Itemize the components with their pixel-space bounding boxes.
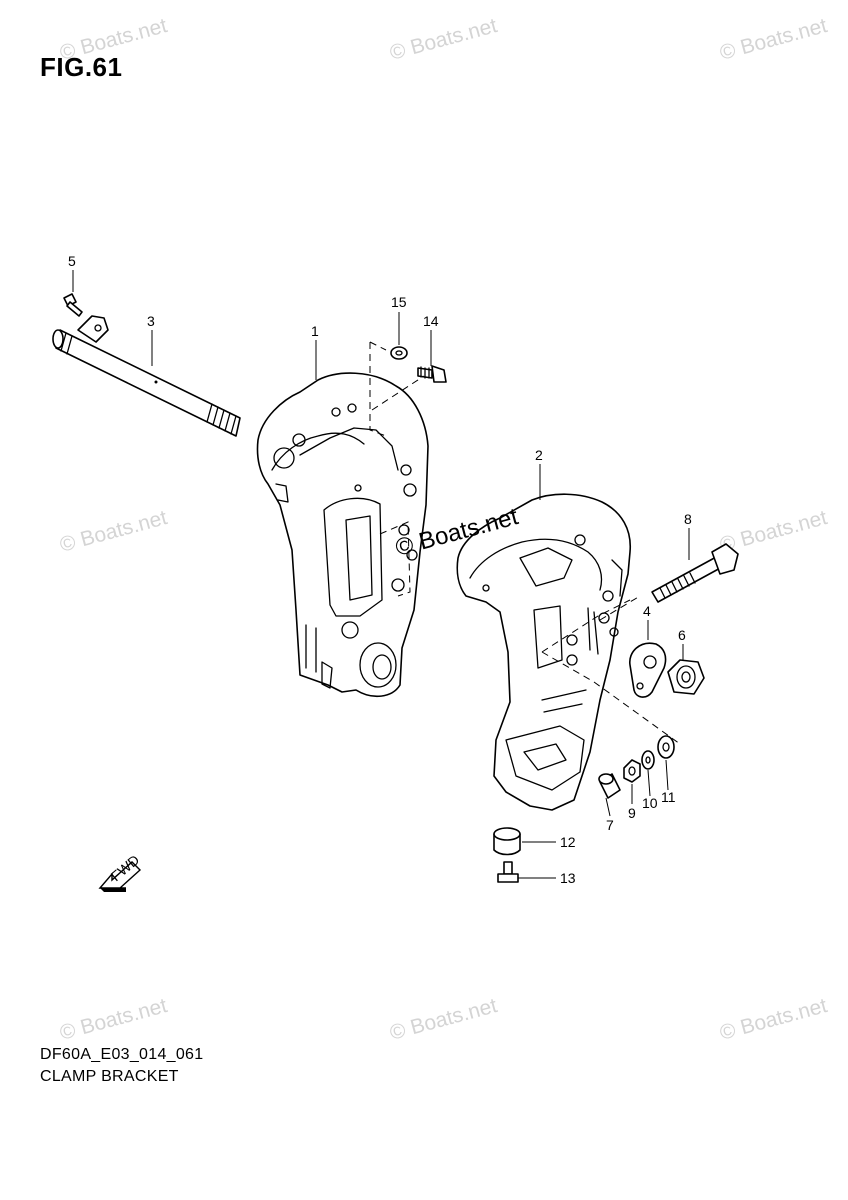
part-3-tilt-shaft xyxy=(52,315,241,437)
watermark: © Boats.net xyxy=(57,994,169,1045)
part-14-bolt xyxy=(417,365,447,383)
watermark: © Boats.net xyxy=(57,506,169,557)
watermark: © Boats.net xyxy=(717,506,829,557)
part-13-bolt xyxy=(497,861,519,883)
callout-14: 14 xyxy=(423,313,439,329)
callout-15: 15 xyxy=(391,294,407,310)
part-9-nut xyxy=(623,759,641,783)
watermark: © Boats.net xyxy=(717,14,829,65)
figure-name: CLAMP BRACKET xyxy=(40,1068,179,1085)
callout-5: 5 xyxy=(68,253,76,269)
part-15-washer xyxy=(390,346,408,360)
part-11-washer xyxy=(657,735,675,759)
watermark: © Boats.net xyxy=(387,994,499,1045)
callout-11: 11 xyxy=(661,789,676,805)
callout-1: 1 xyxy=(311,323,319,339)
watermark: © Boats.net xyxy=(57,14,169,65)
part-7-bushing xyxy=(598,773,621,799)
callout-13: 13 xyxy=(560,870,576,886)
figure-code: DF60A_E03_014_061 xyxy=(40,1046,204,1063)
fwd-arrow-icon: FWD xyxy=(98,852,142,892)
leader-lines xyxy=(72,270,690,879)
callout-9: 9 xyxy=(628,805,636,821)
assembly-lines xyxy=(369,341,681,745)
callout-7: 7 xyxy=(606,817,614,833)
part-12-bushing xyxy=(493,827,521,856)
callout-4: 4 xyxy=(643,603,651,619)
watermark: © Boats.net xyxy=(387,14,499,65)
part-10-washer xyxy=(641,750,655,770)
part-2-right-clamp-bracket xyxy=(456,493,632,811)
figure-title: FIG.61 xyxy=(40,52,123,82)
part-4-plate xyxy=(629,642,667,698)
watermark: © Boats.net xyxy=(717,994,829,1045)
callout-numbers: 5 3 1 15 14 2 8 4 6 7 9 10 11 12 13 xyxy=(68,253,692,886)
part-6-nut xyxy=(667,659,705,695)
part-8-long-bolt xyxy=(651,543,739,603)
callout-10: 10 xyxy=(642,795,658,811)
callout-8: 8 xyxy=(684,511,692,527)
part-1-left-clamp-bracket xyxy=(256,372,429,698)
callout-2: 2 xyxy=(535,447,543,463)
callout-3: 3 xyxy=(147,313,155,329)
callout-12: 12 xyxy=(560,834,576,850)
part-5-bolt xyxy=(63,293,83,317)
callout-6: 6 xyxy=(678,627,686,643)
